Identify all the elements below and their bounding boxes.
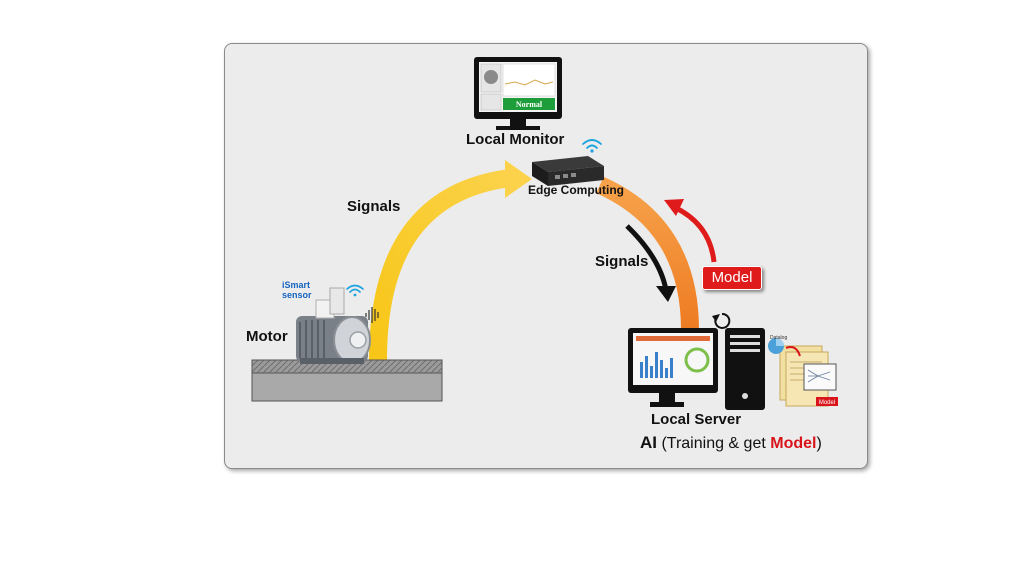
ismart-sensor-line2: sensor xyxy=(282,290,312,300)
computer-icon xyxy=(628,328,718,407)
vibration-icon xyxy=(365,307,379,323)
motor-icon xyxy=(296,287,371,364)
model-arc-orange xyxy=(596,176,699,331)
refresh-icon xyxy=(712,312,731,329)
signals-right-label: Signals xyxy=(595,253,649,270)
local-monitor-label: Local Monitor xyxy=(466,131,565,148)
monitor-icon xyxy=(474,57,562,130)
monitor-status: Normal xyxy=(516,100,543,109)
ai-caption-close: ) xyxy=(816,435,822,452)
signals-arc-yellow xyxy=(369,160,532,361)
model-tag: Model xyxy=(702,266,762,290)
server-tower-icon xyxy=(725,328,765,410)
motor-label: Motor xyxy=(246,328,288,345)
document-icon xyxy=(768,338,838,407)
ai-caption: AI (Training & get Model) xyxy=(640,433,822,453)
mini-datalog-label: Datalog xyxy=(770,335,787,341)
edge-computing-label: Edge Computing xyxy=(528,183,624,197)
ismart-sensor-line1: iSmart xyxy=(282,280,311,290)
local-server-label: Local Server xyxy=(651,411,742,428)
ai-caption-open: (Training & get xyxy=(657,435,771,452)
ai-caption-model: Model xyxy=(770,435,817,452)
wifi-icon xyxy=(582,139,602,153)
edge-device-icon xyxy=(532,156,604,186)
model-return-arrow xyxy=(664,199,717,263)
signals-arrow-black xyxy=(625,224,676,302)
mini-model-tag: Model xyxy=(819,400,835,406)
ground-platform xyxy=(251,359,443,402)
signals-left-label: Signals xyxy=(347,198,401,215)
ai-caption-ai: AI xyxy=(640,433,657,452)
wifi-icon xyxy=(346,284,364,297)
